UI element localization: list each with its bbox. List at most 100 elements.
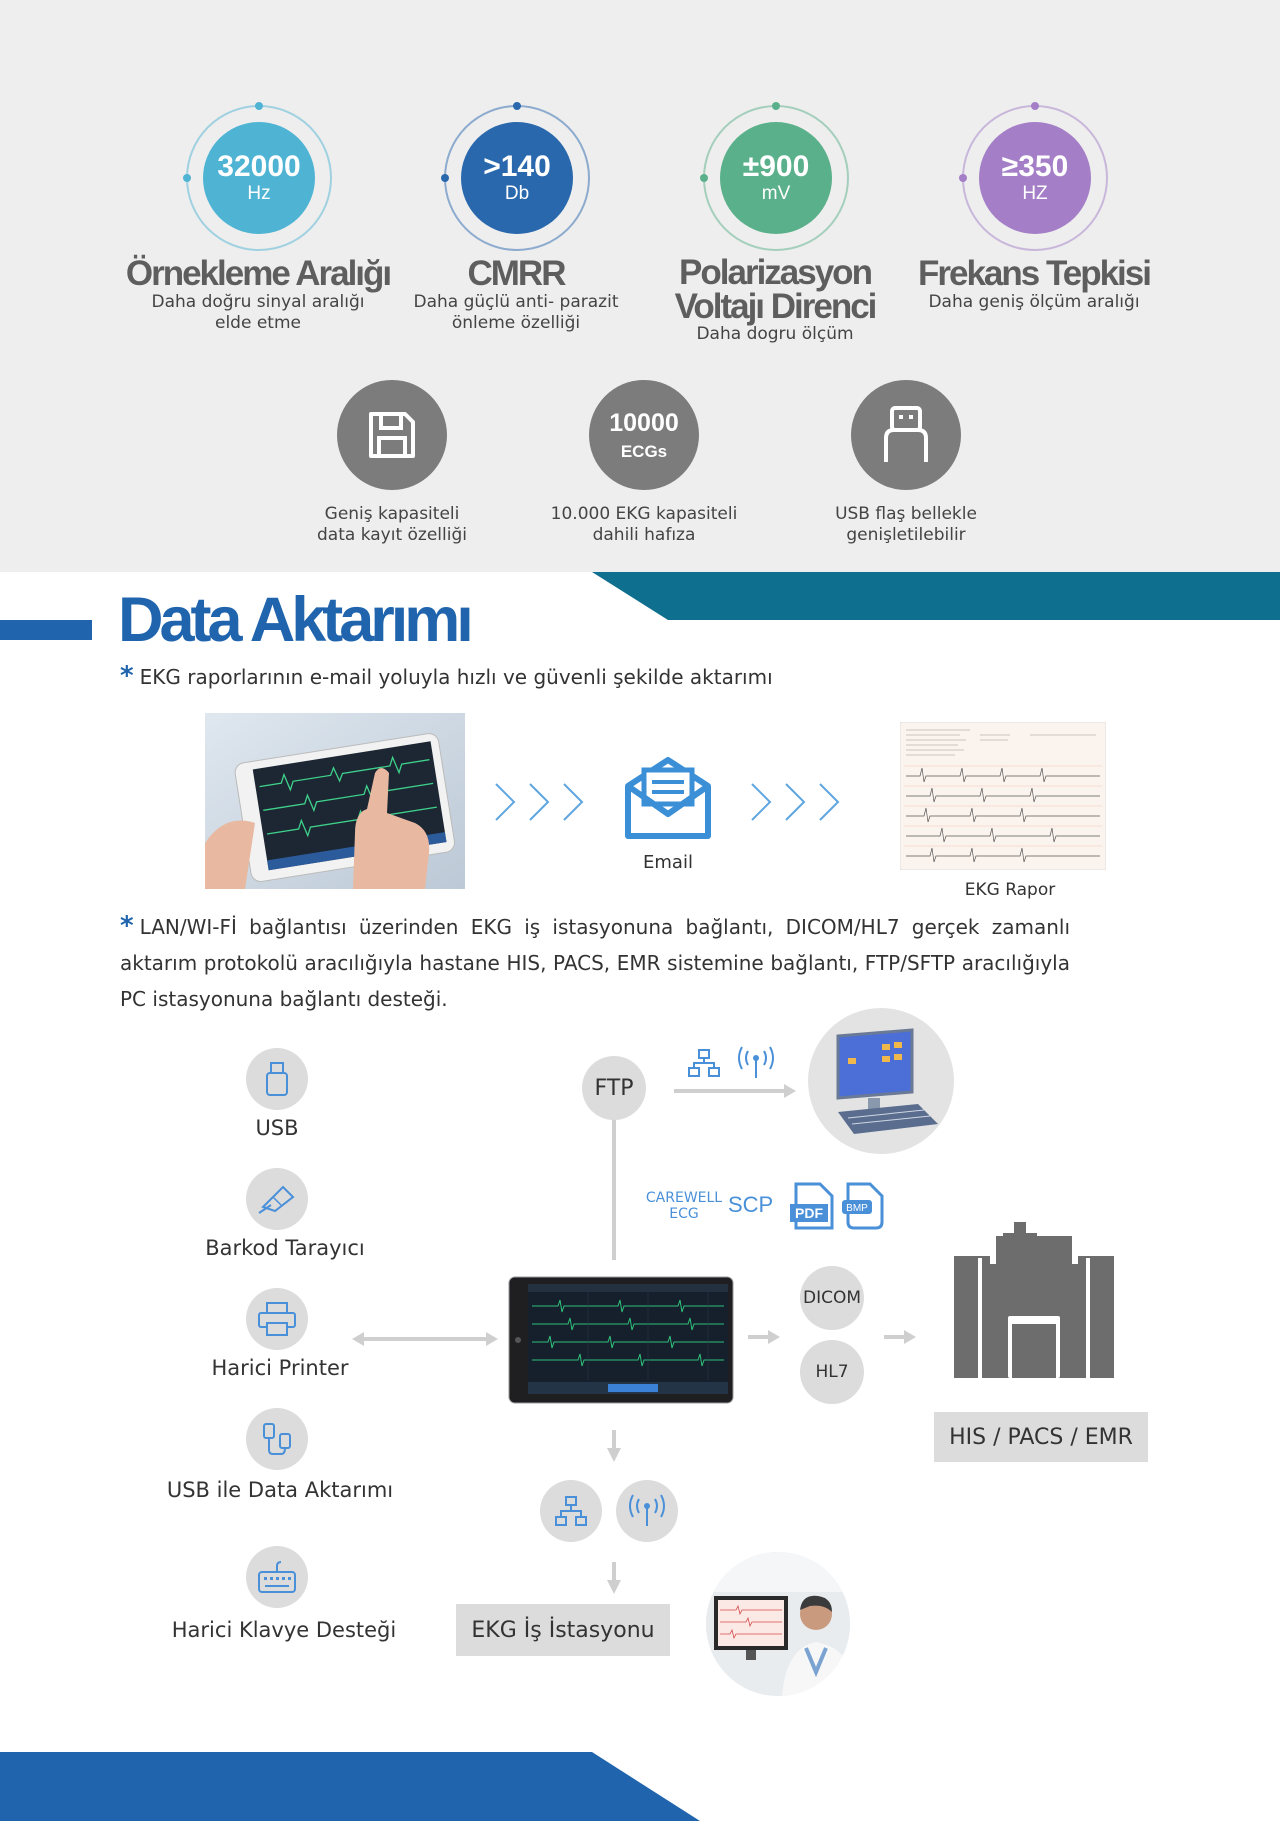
- bmp-text: BMP: [846, 1203, 868, 1214]
- spec-desc: Daha güçlü anti- parazit önleme özelliği: [413, 292, 619, 333]
- bullet-star-icon: *: [120, 911, 134, 941]
- ftp-label: FTP: [594, 1075, 634, 1101]
- ring-arc-icon: [700, 102, 849, 251]
- footer-band-graphic: [0, 1752, 700, 1821]
- spec-sampling: 32000 Hz Örnekleme Aralığı Daha doğru si…: [108, 96, 408, 334]
- usb-label: USB: [255, 1116, 299, 1140]
- arrow-down-icon: [607, 1562, 621, 1594]
- keyboard-circle: [246, 1546, 308, 1608]
- spec-value: 32000: [217, 150, 301, 183]
- usb-circle: [246, 1048, 308, 1110]
- ring-arc-icon: [959, 102, 1108, 251]
- spec-value: >140: [483, 150, 551, 183]
- spec-unit: Hz: [247, 183, 271, 204]
- spec-title: CMRR: [467, 254, 567, 293]
- spec-circle: ±900 mV: [720, 122, 832, 234]
- spec-desc: Daha geniş ölçüm aralığı: [928, 292, 1140, 312]
- spec-title: Frekans Tepkisi: [918, 254, 1152, 293]
- spec-frequency: ≥350 HZ Frekans Tepkisi Daha geniş ölçüm…: [884, 96, 1184, 313]
- keyboard-icon: [258, 1561, 296, 1593]
- spec-circle: 32000 Hz: [203, 122, 315, 234]
- chevrons-right-icon: [751, 783, 840, 821]
- ecg-report-label: EKG Rapor: [964, 880, 1056, 900]
- feature-unit: ECGs: [620, 441, 668, 461]
- usb-transfer-circle: [246, 1408, 308, 1470]
- feature-usb: USB flaş bellekle genişletilebilir: [786, 380, 1026, 546]
- double-arrow-icon: [352, 1332, 498, 1346]
- dicom-circle: DICOM: [800, 1266, 864, 1330]
- spec-polarization: ±900 mV Polarizasyon Voltajı Direnci Dah…: [625, 96, 925, 345]
- brand-label: CAREWELL ECG: [638, 1190, 730, 1222]
- spec-ring: ±900 mV: [690, 96, 860, 266]
- chevrons-right-icon: [495, 783, 584, 821]
- network-lan-icon: [555, 1496, 587, 1526]
- feature-value: 10000: [609, 408, 679, 437]
- arrow-up-icon: [607, 1102, 621, 1260]
- usb-cable-icon: [263, 1423, 291, 1455]
- barcode-circle: [246, 1168, 308, 1230]
- printer-icon: [258, 1302, 296, 1336]
- pdf-text: PDF: [795, 1205, 823, 1221]
- ring-arc-icon: [183, 102, 332, 251]
- usb-transfer-label: USB ile Data Aktarımı: [166, 1478, 394, 1502]
- usb-flash-icon: [884, 406, 928, 462]
- bullet-text: EKG raporlarının e-mail yoluyla hızlı ve…: [139, 665, 773, 689]
- feature-desc: Geniş kapasiteli data kayıt özelliği: [317, 504, 467, 545]
- tablet-hand-photo: [205, 713, 465, 889]
- spec-desc: Daha dogru ölçüm: [696, 324, 854, 344]
- wifi-signal-icon: [738, 1046, 774, 1078]
- ecg-workstation-label: EKG İş İstasyonu: [456, 1604, 670, 1656]
- bmp-file-icon: BMP: [842, 1182, 884, 1230]
- spec-value: ±900: [742, 150, 810, 183]
- doctor-at-computer-photo: [706, 1552, 850, 1696]
- ftp-circle: FTP: [582, 1056, 646, 1120]
- spec-unit: mV: [761, 183, 791, 204]
- feature-circle: [337, 380, 447, 490]
- hospital-building-icon: [954, 1222, 1114, 1378]
- printer-label: Harici Printer: [211, 1356, 349, 1380]
- arrow-right-icon: [674, 1084, 796, 1098]
- email-label: Email: [643, 852, 693, 873]
- feature-circle: [851, 380, 961, 490]
- barcode-label: Barkod Tarayıcı: [205, 1236, 365, 1260]
- feature-desc: 10.000 EKG kapasiteli dahili hafıza: [550, 504, 738, 545]
- barcode-scanner-icon: [258, 1185, 295, 1214]
- spec-ring: 32000 Hz: [173, 96, 343, 266]
- usb-flash-icon: [266, 1062, 288, 1096]
- spec-ring: ≥350 HZ: [949, 96, 1119, 266]
- computer-icon: [836, 1028, 938, 1134]
- hl7-circle: HL7: [800, 1340, 864, 1404]
- bullet-text: LAN/WI-Fİ bağlantısı üzerinden EKG iş is…: [120, 915, 1070, 1011]
- brand-line: CAREWELL: [645, 1190, 723, 1206]
- header-band-graphic: [0, 572, 1280, 640]
- scp-label: SCP: [728, 1192, 774, 1217]
- his-pacs-emr-label: HIS / PACS / EMR: [934, 1412, 1148, 1462]
- spec-value: ≥350: [1001, 150, 1069, 183]
- ecg-report-thumbnail: [900, 722, 1106, 870]
- spec-title: Polarizasyon Voltajı Direnci: [674, 253, 878, 326]
- pdf-file-icon: PDF: [790, 1182, 834, 1230]
- keyboard-label: Harici Klavye Desteği: [171, 1618, 397, 1642]
- section-title: Data Aktarımı: [118, 585, 474, 655]
- spec-unit: HZ: [1022, 183, 1048, 204]
- feature-storage: Geniş kapasiteli data kayıt özelliği: [272, 380, 512, 546]
- spec-unit: Db: [504, 183, 530, 204]
- spec-circle: ≥350 HZ: [979, 122, 1091, 234]
- wifi-circle: [616, 1480, 678, 1542]
- ecg-tablet-device: [508, 1276, 734, 1404]
- spec-title: Örnekleme Aralığı: [125, 254, 392, 293]
- printer-circle: [246, 1288, 308, 1350]
- feature-desc: USB flaş bellekle genişletilebilir: [835, 504, 977, 545]
- spec-desc: Daha doğru sinyal aralığı elde etme: [151, 292, 365, 333]
- lan-circle: [540, 1480, 602, 1542]
- workstation-photo: [706, 1552, 850, 1696]
- spec-ring: >140 Db: [431, 96, 601, 266]
- email-envelope-icon: [625, 757, 711, 839]
- floppy-disk-icon: [369, 412, 415, 458]
- hl7-label: HL7: [815, 1362, 849, 1382]
- arrow-right-icon: [748, 1330, 780, 1344]
- arrow-right-icon: [884, 1330, 916, 1344]
- feature-circle: 10000 ECGs: [589, 380, 699, 490]
- network-lan-icon: [688, 1049, 720, 1077]
- feature-memory: 10000 ECGs 10.000 EKG kapasiteli dahili …: [524, 380, 764, 546]
